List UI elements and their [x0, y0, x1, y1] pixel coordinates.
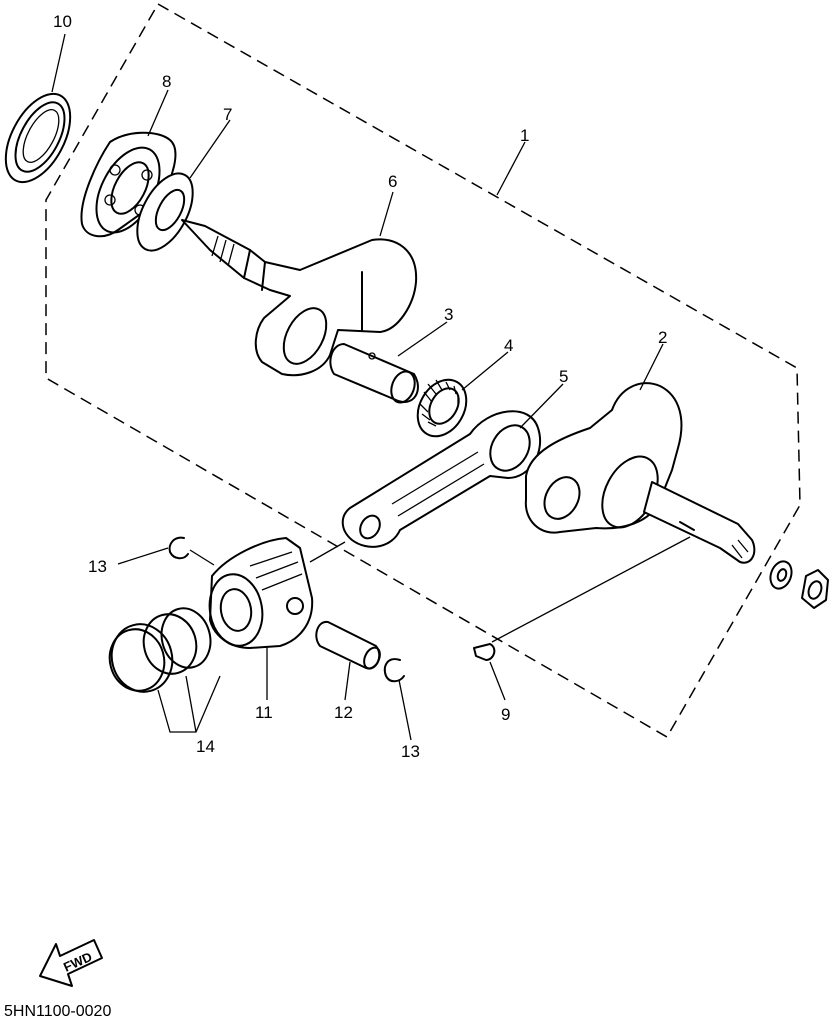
fwd-arrow-icon: FWD	[39, 939, 103, 987]
circlip-part-lower	[383, 658, 405, 683]
oil-seal-part	[4, 92, 72, 184]
callout-11: 11	[255, 703, 273, 722]
piston-pin-part	[315, 620, 381, 670]
drawing-code: 5HN1100-0020	[4, 1003, 111, 1018]
crank-pin-part	[329, 343, 419, 404]
callout-leaders	[51, 33, 664, 741]
left-crank-half-part	[181, 219, 418, 377]
piston-part	[208, 537, 314, 649]
woodruff-key-part	[473, 643, 496, 661]
spacer-ring-part	[136, 172, 194, 252]
circlip-to-piston-line	[189, 549, 215, 566]
callout-12: 12	[334, 703, 353, 722]
rod-to-piston-line	[309, 541, 346, 563]
nut-part	[801, 569, 829, 609]
callout-3: 3	[444, 305, 453, 324]
washer-part	[769, 560, 793, 590]
key-to-shaft-line	[491, 536, 691, 643]
callout-7: 7	[223, 105, 232, 124]
piston-rings-part	[108, 607, 212, 693]
callout-1: 1	[520, 126, 529, 145]
callout-10: 10	[53, 12, 72, 31]
right-crank-half-part	[524, 382, 756, 564]
callout-2: 2	[658, 328, 667, 347]
callout-14: 14	[196, 737, 215, 756]
needle-bearing-part	[416, 378, 468, 438]
callout-6: 6	[388, 172, 397, 191]
crankshaft-assembly-boundary	[45, 2, 801, 739]
circlip-part-upper	[168, 536, 189, 560]
callout-13-lower: 13	[401, 742, 420, 761]
callout-9: 9	[501, 705, 510, 724]
callout-8: 8	[162, 72, 171, 91]
connecting-rod-part	[341, 410, 541, 548]
callout-5: 5	[559, 367, 568, 386]
callout-13-upper: 13	[88, 557, 107, 576]
callout-4: 4	[504, 336, 513, 355]
